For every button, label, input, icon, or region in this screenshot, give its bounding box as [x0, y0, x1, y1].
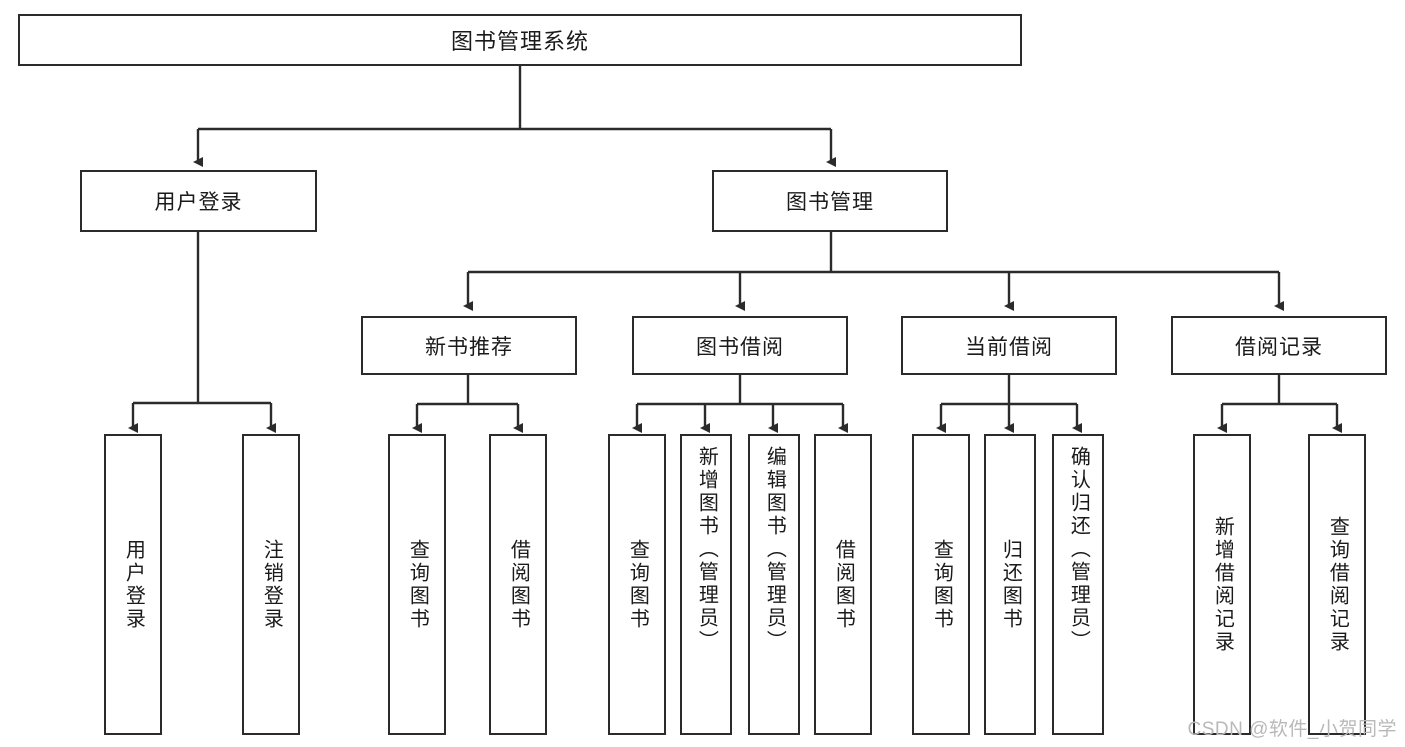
node-root-system[interactable]: 图书管理系统 — [18, 14, 1022, 66]
node-label: 借阅记录 — [1235, 335, 1323, 359]
node-user-login[interactable]: 用户登录 — [80, 170, 317, 232]
node-label: 用户登录 — [122, 538, 145, 631]
leaf-current-return-book[interactable]: 归还图书 — [984, 434, 1036, 735]
node-book-management[interactable]: 图书管理 — [712, 170, 948, 232]
node-label: 查询图书 — [626, 538, 649, 631]
leaf-recommend-borrow-book[interactable]: 借阅图书 — [489, 434, 547, 735]
node-label: 图书借阅 — [696, 335, 784, 359]
node-label: 查询图书 — [930, 538, 953, 631]
node-label: 借阅图书 — [507, 538, 530, 631]
node-book-borrow[interactable]: 图书借阅 — [632, 316, 848, 375]
node-label: 图书管理 — [786, 191, 874, 214]
node-label: 查询借阅记录 — [1326, 515, 1349, 654]
node-label: 确认归还（管理员） — [1067, 446, 1090, 653]
leaf-borrow-edit-book-admin[interactable]: 编辑图书（管理员） — [748, 434, 800, 735]
csdn-watermark: CSDN @软件_小贺同学 — [1187, 719, 1397, 740]
node-new-book-recommend[interactable]: 新书推荐 — [361, 316, 577, 375]
leaf-recommend-query-book[interactable]: 查询图书 — [388, 434, 446, 735]
node-label: 注销登录 — [260, 538, 283, 631]
leaf-records-query-record[interactable]: 查询借阅记录 — [1308, 434, 1366, 735]
node-label: 用户登录 — [154, 191, 243, 214]
node-label: 新增图书（管理员） — [695, 446, 718, 653]
node-label: 新增借阅记录 — [1211, 515, 1234, 654]
node-label: 查询图书 — [406, 538, 429, 631]
leaf-user-login[interactable]: 用户登录 — [104, 434, 162, 735]
leaf-current-confirm-return-admin[interactable]: 确认归还（管理员） — [1052, 434, 1104, 735]
node-label: 归还图书 — [999, 538, 1022, 631]
node-label: 借阅图书 — [832, 538, 855, 631]
node-label: 新书推荐 — [425, 335, 513, 359]
node-label: 编辑图书（管理员） — [763, 446, 786, 653]
leaf-current-query-book[interactable]: 查询图书 — [912, 434, 970, 735]
leaf-borrow-add-book-admin[interactable]: 新增图书（管理员） — [680, 434, 732, 735]
leaf-borrow-borrow-book[interactable]: 借阅图书 — [814, 434, 872, 735]
node-label: 当前借阅 — [965, 335, 1053, 359]
node-label: 图书管理系统 — [450, 29, 589, 54]
node-borrow-records[interactable]: 借阅记录 — [1171, 316, 1387, 375]
leaf-user-logout[interactable]: 注销登录 — [242, 434, 300, 735]
leaf-borrow-query-book[interactable]: 查询图书 — [608, 434, 666, 735]
leaf-records-add-record[interactable]: 新增借阅记录 — [1193, 434, 1251, 735]
node-current-borrow[interactable]: 当前借阅 — [901, 316, 1117, 375]
